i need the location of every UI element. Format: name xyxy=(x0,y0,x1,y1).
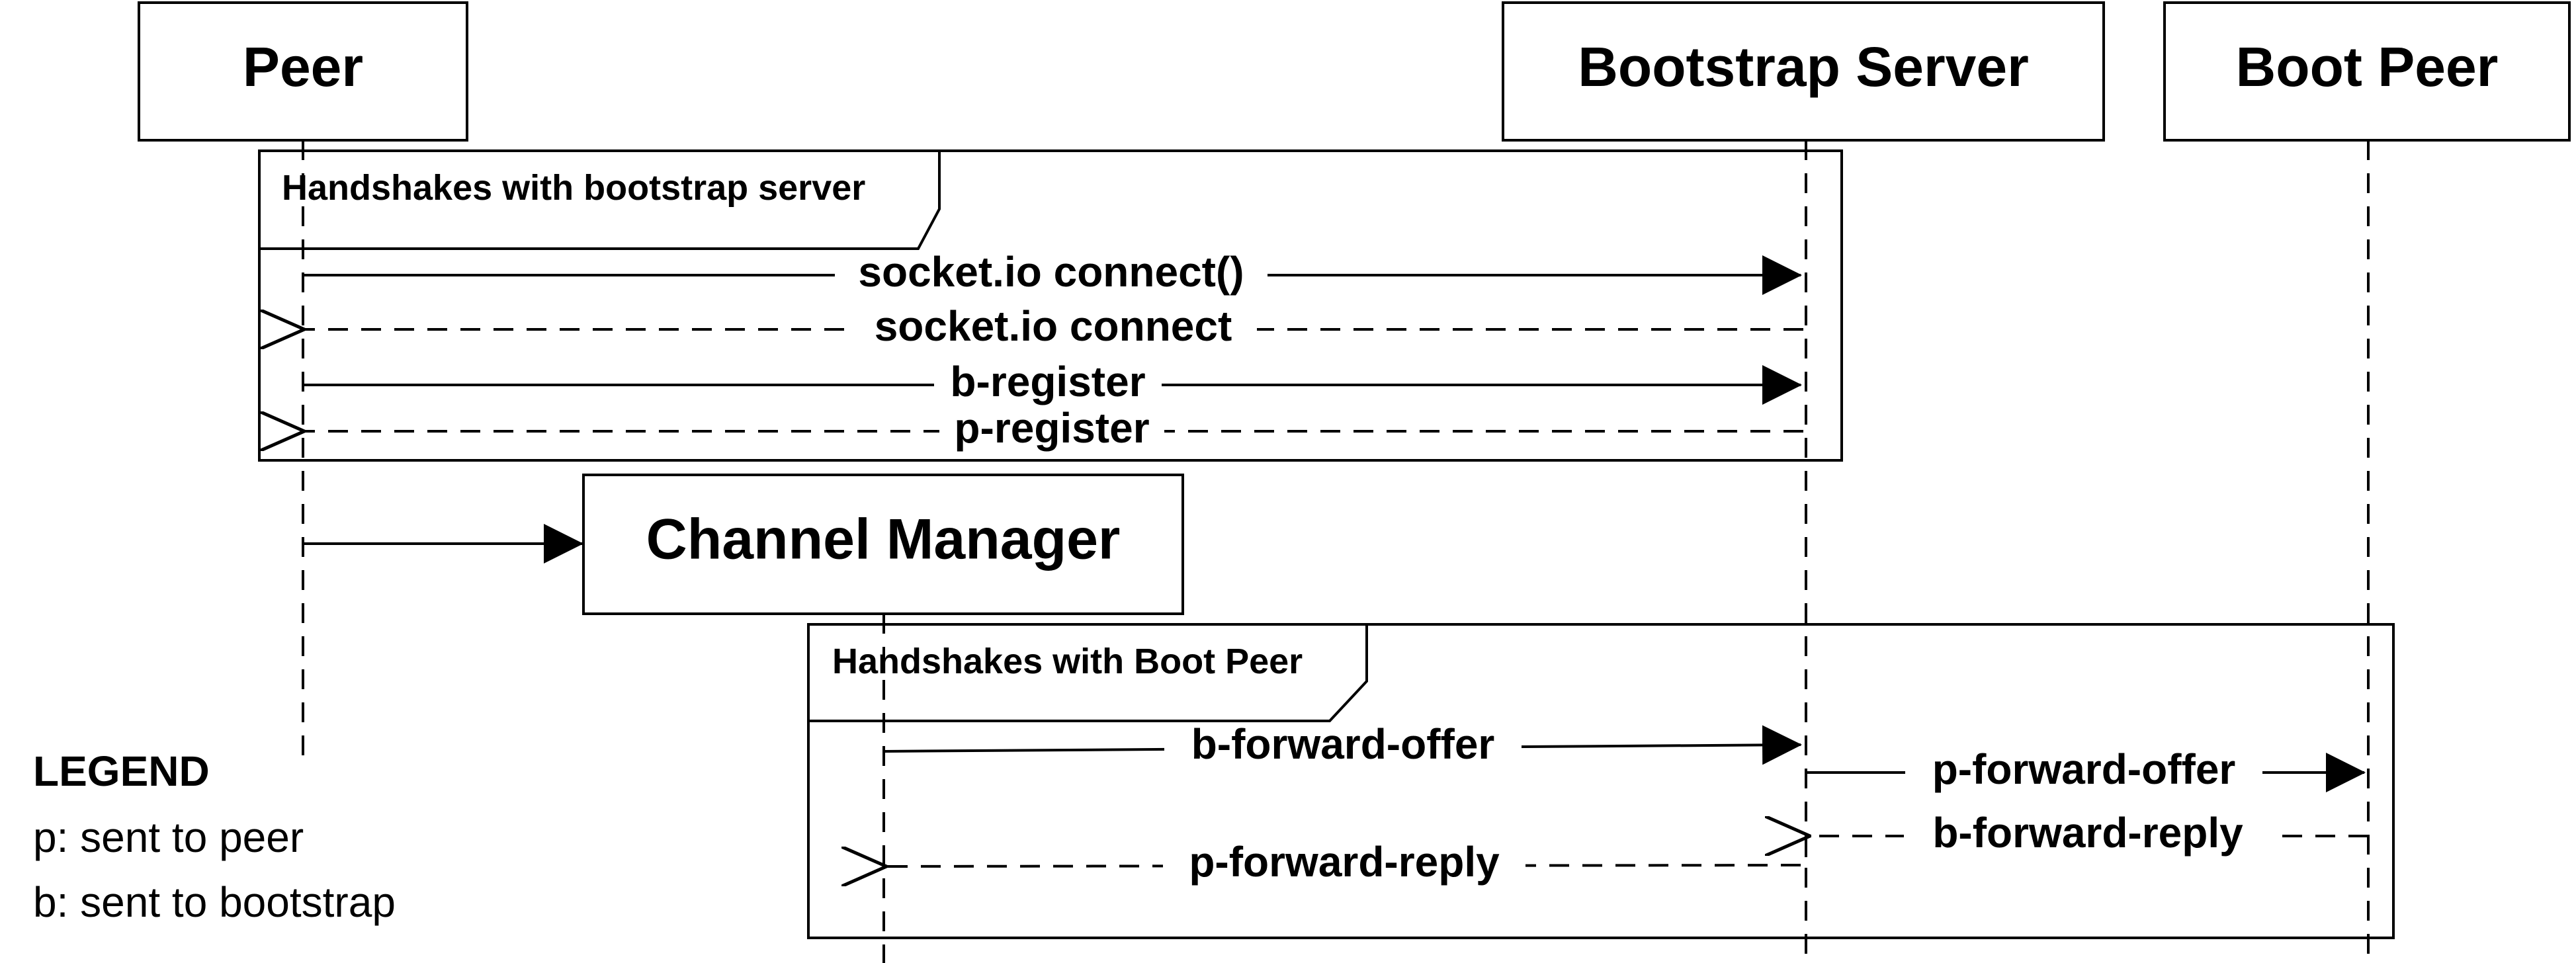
frame-bootstrap-label: Handshakes with bootstrap server xyxy=(282,168,865,208)
legend-b: b: sent to bootstrap xyxy=(33,878,396,926)
participant-channel-manager: Channel Manager xyxy=(582,474,1184,615)
participant-bootstrap-label: Bootstrap Server xyxy=(1578,36,2029,98)
participant-bootpeer-label: Boot Peer xyxy=(2236,36,2499,98)
msg-b-forward-offer: b-forward-offer xyxy=(1191,720,1495,768)
msg-socket-connect-call: socket.io connect() xyxy=(858,248,1244,296)
msg-p-forward-offer: p-forward-offer xyxy=(1932,745,2236,793)
msg-b-forward-reply: b-forward-reply xyxy=(1932,809,2243,857)
legend-p: p: sent to peer xyxy=(33,814,304,861)
participant-boot-peer: Boot Peer xyxy=(2163,1,2571,142)
msg-p-forward-reply: p-forward-reply xyxy=(1189,838,1500,886)
legend-title: LEGEND xyxy=(33,747,210,795)
msg-p-register: p-register xyxy=(954,404,1149,452)
legend: LEGEND p: sent to peer b: sent to bootst… xyxy=(33,747,396,926)
frame-bootstrap-handshake: Handshakes with bootstrap server xyxy=(258,149,1843,462)
participant-peer: Peer xyxy=(138,1,468,142)
participant-peer-label: Peer xyxy=(243,36,363,98)
msg-socket-connect-reply: socket.io connect xyxy=(875,302,1232,350)
participant-channel-manager-label: Channel Manager xyxy=(646,508,1121,571)
msg-b-register: b-register xyxy=(950,358,1145,405)
frame-bootpeer-handshake: Handshakes with Boot Peer xyxy=(807,623,2395,939)
participant-bootstrap-server: Bootstrap Server xyxy=(1502,1,2105,142)
frame-bootpeer-label: Handshakes with Boot Peer xyxy=(832,642,1303,681)
